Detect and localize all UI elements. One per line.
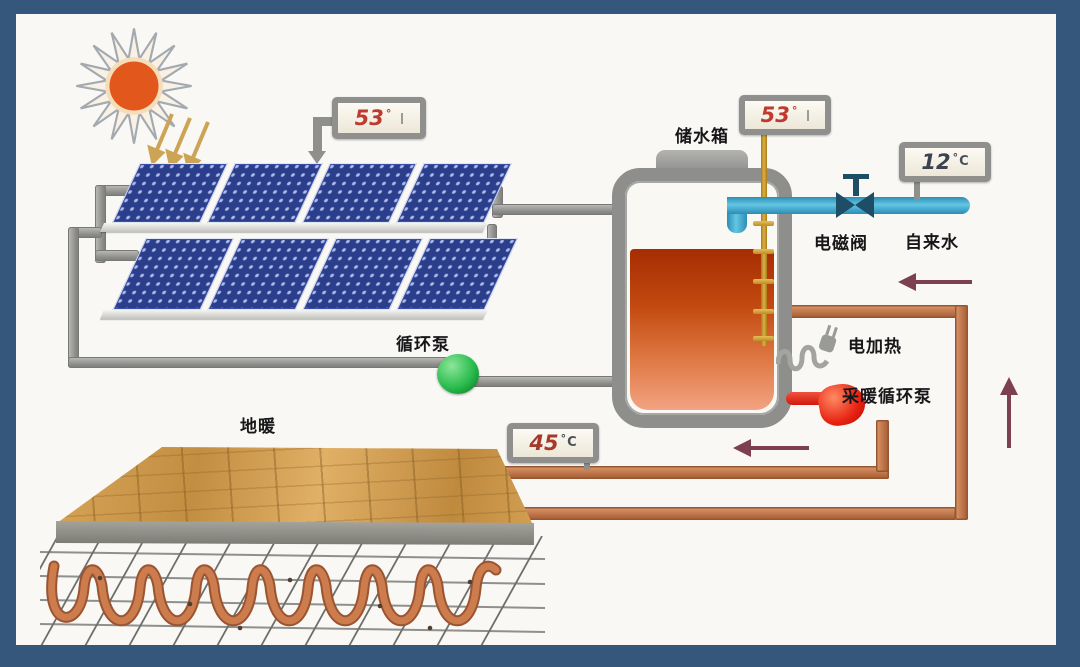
solar-pipe xyxy=(95,250,139,261)
sensor-rod xyxy=(761,132,767,346)
gauge-unit: C xyxy=(959,153,969,169)
gauge-connector xyxy=(584,458,590,470)
sensor-tick xyxy=(753,279,774,284)
power-plug-icon xyxy=(776,324,838,372)
tank-temp-gauge: 53° xyxy=(739,95,831,135)
gauge-connector-arrow xyxy=(308,151,326,164)
gauge-connector xyxy=(313,117,322,153)
solar-pipe xyxy=(68,227,102,238)
solar-panel-row-bottom xyxy=(112,238,518,310)
heating-pipe xyxy=(955,305,968,520)
tap-water-label: 自来水 xyxy=(905,233,959,253)
gauge-tickmark xyxy=(807,109,810,121)
solenoid-valve-label: 电磁阀 xyxy=(814,234,868,254)
floor-coil-and-mesh xyxy=(40,536,545,648)
storage-tank-label: 储水箱 xyxy=(675,127,729,147)
hot-water xyxy=(630,249,774,410)
sensor-tick xyxy=(753,249,774,254)
gauge-connector xyxy=(313,117,337,126)
tank-cap xyxy=(656,150,748,172)
gauge-value: 12 xyxy=(921,149,951,174)
gauge-value: 45 xyxy=(529,430,559,455)
flow-arrow-left-icon xyxy=(898,273,974,291)
tap-water-temp-gauge: 12°C xyxy=(899,142,991,182)
degree-sign: ° xyxy=(791,103,798,117)
sensor-tick xyxy=(753,221,774,226)
heating-pipe xyxy=(782,305,968,318)
solar-pipe xyxy=(95,185,106,263)
valve-stem xyxy=(853,177,859,196)
degree-sign: ° xyxy=(385,106,392,120)
heating-circulation-pump-label: 采暖循环泵 xyxy=(842,387,932,407)
valve-handle xyxy=(843,174,869,179)
solar-pipe xyxy=(468,376,624,387)
sensor-tick xyxy=(753,336,774,341)
gauge-tickmark xyxy=(401,112,404,124)
solar-pipe xyxy=(68,357,448,368)
supply-temp-gauge: 45°C xyxy=(507,423,599,463)
circulation-pump-icon xyxy=(437,354,479,394)
heating-pipe xyxy=(497,466,889,479)
wood-floor xyxy=(57,447,533,525)
collector-temp-gauge: 53° xyxy=(332,97,426,139)
gauge-unit: C xyxy=(567,434,577,450)
circulation-pump-label: 循环泵 xyxy=(396,335,450,355)
heating-pipe xyxy=(876,420,889,472)
solar-pipe xyxy=(68,227,79,368)
flow-arrow-up-icon xyxy=(1000,377,1018,449)
gauge-value: 53 xyxy=(760,102,790,127)
solenoid-valve-icon xyxy=(855,192,874,218)
solar-pipe xyxy=(492,186,503,218)
electric-heater-label: 电加热 xyxy=(848,337,902,357)
heating-pipe xyxy=(500,507,956,520)
sun-icon xyxy=(76,28,192,144)
gauge-connector xyxy=(914,180,920,200)
solar-pipe xyxy=(492,204,624,215)
degree-sign: ° xyxy=(952,150,959,164)
sensor-tick xyxy=(753,309,774,314)
flow-arrow-left-icon xyxy=(733,439,811,457)
floor-edge xyxy=(55,520,535,546)
gauge-value: 53 xyxy=(354,105,384,130)
solar-panel-row-top xyxy=(112,163,512,223)
solenoid-valve-icon xyxy=(836,192,855,218)
degree-sign: ° xyxy=(560,431,567,445)
floor-heating-label: 地暖 xyxy=(240,417,276,437)
